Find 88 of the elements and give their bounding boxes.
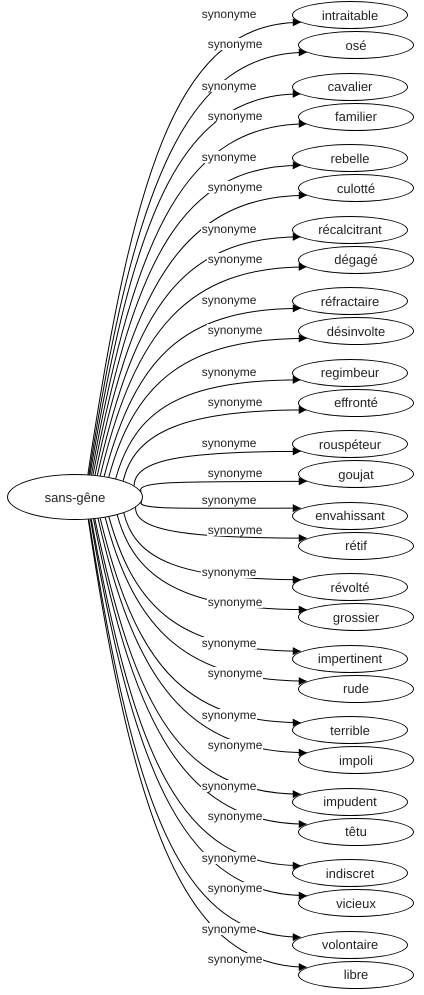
arrow [140, 500, 302, 512]
edge-label: synonyme [206, 181, 264, 194]
edge-label: synonyme [206, 810, 264, 822]
node-label: impudent [323, 794, 377, 809]
node-label: rude [342, 681, 370, 696]
node-label: grossier [332, 610, 380, 624]
ellipse-node [292, 502, 408, 530]
arrow [104, 304, 302, 477]
node-label: rouspéteur [318, 436, 382, 452]
ellipse-node [7, 474, 143, 520]
ellipse-node [298, 674, 414, 702]
edge-label: synonyme [206, 596, 264, 608]
ellipse-node [298, 603, 414, 631]
node-label: désinvolte [326, 324, 386, 338]
edge-label: synonyme [206, 252, 264, 265]
ellipse-node [298, 388, 414, 416]
arrow [108, 334, 308, 478]
node-label: indiscret [326, 866, 374, 880]
ellipse-node [292, 358, 408, 386]
edge-label: synonyme [200, 780, 258, 792]
edge-label: synonyme [206, 882, 264, 894]
node-label: récalcitrant [318, 222, 382, 237]
node-label: impertinent [318, 651, 382, 666]
edge-label: synonyme [206, 738, 264, 751]
ellipse-node [298, 818, 414, 846]
node-label: libre [344, 967, 368, 982]
node-label: regimbeur [320, 365, 380, 380]
ellipse-node [298, 317, 414, 345]
ellipse-node [292, 930, 408, 958]
node-label: goujat [338, 466, 374, 482]
ellipse-node [298, 532, 414, 560]
edge-label: synonyme [200, 222, 258, 235]
edge-label: synonyme [206, 667, 264, 680]
edge-label: synonyme [206, 110, 264, 122]
edge-label: synonyme [200, 852, 258, 864]
node-label: impoli [339, 752, 373, 768]
ellipse-node [298, 31, 414, 59]
ellipse-node [292, 216, 408, 244]
edge-label: synonyme [206, 38, 264, 50]
ellipse-node [292, 144, 408, 172]
arrow [135, 506, 308, 542]
arrow [96, 233, 302, 476]
node-label: vicieux [336, 896, 376, 910]
ellipse-node [298, 174, 414, 202]
node-label: culotté [336, 180, 376, 196]
arrow [100, 263, 308, 476]
edge-label: synonyme [200, 708, 258, 721]
node-label: révolté [330, 580, 370, 594]
node-label: osé [346, 38, 366, 52]
node-label: cavalier [328, 79, 372, 94]
arrow [140, 477, 308, 492]
ellipse-node [298, 460, 414, 488]
node-label: envahissant [315, 508, 385, 523]
arrow [134, 447, 302, 486]
node-label: intraitable [322, 8, 378, 22]
ellipse-node [292, 430, 408, 458]
arrow [115, 376, 302, 480]
edge-label: synonyme [206, 953, 264, 966]
node-label: terrible [330, 722, 370, 738]
node-label: sans-gêne [44, 490, 106, 504]
ellipse-node [298, 746, 414, 774]
node-label: rétif [345, 538, 367, 553]
ellipse-node [298, 246, 414, 274]
ellipse-node [292, 573, 408, 601]
edge-label: synonyme [206, 324, 264, 336]
ellipse-node [292, 72, 408, 100]
edge-label: synonyme [200, 637, 258, 650]
ellipse-node [298, 102, 414, 130]
node-label: effronté [334, 395, 378, 410]
ellipse-node [292, 287, 408, 315]
ellipse-node [298, 889, 414, 917]
ellipse-node [292, 716, 408, 744]
ellipse-node [292, 644, 408, 672]
ellipse-node [292, 859, 408, 887]
node-label: têtu [345, 824, 367, 839]
node-label: réfractaire [320, 294, 380, 308]
ellipse-node [298, 960, 414, 988]
node-label: familier [335, 109, 377, 124]
arrow [122, 406, 308, 482]
edge-label: synonyme [200, 151, 258, 164]
edge-label: synonyme [200, 923, 258, 936]
ellipse-node [292, 1, 408, 29]
ellipse-node [292, 788, 408, 816]
node-label: dégagé [334, 252, 378, 267]
arrow [98, 518, 308, 756]
node-label: rebelle [330, 150, 370, 166]
node-label: volontaire [322, 937, 378, 952]
edge-label: synonyme [200, 80, 258, 92]
